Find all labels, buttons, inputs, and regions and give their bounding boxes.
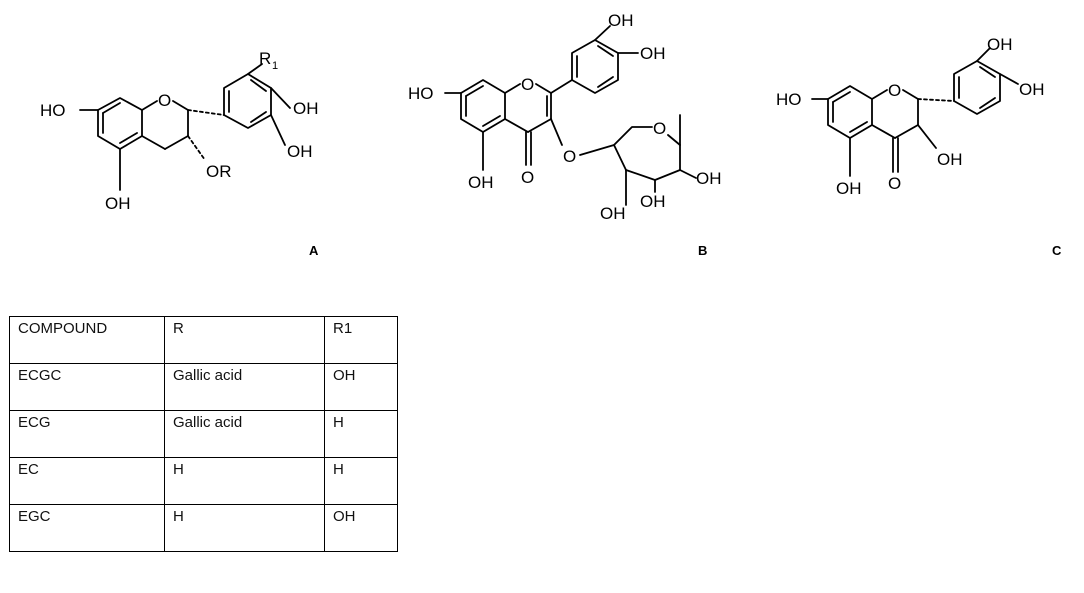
svg-text:OH: OH: [1019, 80, 1045, 99]
svg-text:OH: OH: [937, 150, 963, 169]
svg-text:OH: OH: [640, 44, 666, 63]
svg-text:OH: OH: [640, 192, 666, 211]
table-cell: H: [324, 410, 398, 458]
table-cell: H: [164, 457, 325, 505]
svg-text:O: O: [653, 119, 666, 138]
table-cell: Gallic acid: [164, 410, 325, 458]
svg-text:OR: OR: [206, 162, 232, 181]
table-cell: OH: [324, 504, 398, 552]
svg-text:HO: HO: [776, 90, 802, 109]
svg-text:OH: OH: [105, 194, 131, 213]
svg-text:OH: OH: [293, 99, 319, 118]
structure-a: O HO OH OR R 1 OH OH: [0, 0, 370, 240]
table-cell: R: [164, 316, 325, 364]
compound-table: COMPOUND R R1 ECGC Gallic acid OH ECG Ga…: [9, 316, 398, 552]
table-cell: EGC: [9, 504, 165, 552]
table-row: ECG Gallic acid H: [9, 410, 398, 458]
svg-text:OH: OH: [600, 204, 626, 223]
structure-c: O HO OH O OH OH OH: [770, 0, 1080, 240]
table-row: EGC H OH: [9, 504, 398, 552]
table-cell: EC: [9, 457, 165, 505]
panel-label-c: C: [1052, 243, 1062, 258]
table-row: EC H H: [9, 457, 398, 505]
svg-text:O: O: [563, 147, 576, 166]
svg-text:O: O: [888, 81, 901, 100]
table-cell: Gallic acid: [164, 363, 325, 411]
panel-label-b: B: [698, 243, 708, 258]
structure-b-bonds: [444, 25, 697, 206]
svg-text:OH: OH: [287, 142, 313, 161]
table-header-row: COMPOUND R R1: [9, 316, 398, 364]
table-cell: ECG: [9, 410, 165, 458]
svg-text:R: R: [259, 49, 271, 68]
structure-b: O HO OH O OH OH O O OH OH OH: [390, 0, 730, 240]
svg-text:HO: HO: [40, 101, 66, 120]
svg-text:OH: OH: [987, 35, 1013, 54]
table-cell: COMPOUND: [9, 316, 165, 364]
panel-label-a: A: [309, 243, 319, 258]
table-cell: ECGC: [9, 363, 165, 411]
svg-text:O: O: [158, 91, 171, 110]
structure-c-atoms: O HO OH O OH OH OH: [776, 35, 1045, 198]
svg-text:O: O: [521, 168, 534, 187]
structure-a-bonds: [79, 63, 291, 191]
structure-a-atoms: O HO OH OR R 1 OH OH: [40, 49, 319, 213]
svg-text:O: O: [888, 174, 901, 193]
structure-c-bonds: [811, 47, 1019, 177]
svg-text:OH: OH: [836, 179, 862, 198]
svg-text:OH: OH: [696, 169, 722, 188]
svg-text:O: O: [521, 75, 534, 94]
svg-text:OH: OH: [468, 173, 494, 192]
table-cell: R1: [324, 316, 398, 364]
table-cell: OH: [324, 363, 398, 411]
svg-text:HO: HO: [408, 84, 434, 103]
table-cell: H: [324, 457, 398, 505]
svg-text:1: 1: [272, 60, 278, 72]
svg-text:OH: OH: [608, 11, 634, 30]
table-cell: H: [164, 504, 325, 552]
table-row: ECGC Gallic acid OH: [9, 363, 398, 411]
structure-b-atoms: O HO OH O OH OH O O OH OH OH: [408, 11, 722, 223]
